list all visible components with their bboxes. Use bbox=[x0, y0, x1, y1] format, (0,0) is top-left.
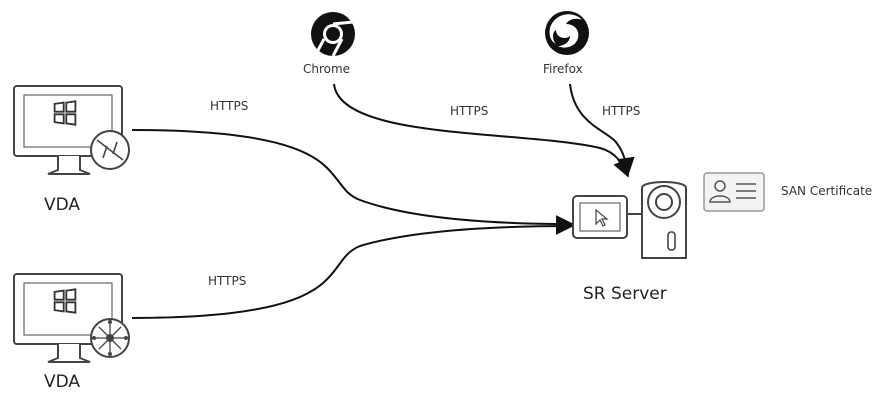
vda-top-label: VDA bbox=[44, 195, 81, 215]
edge-vda-top-to-server bbox=[131, 129, 574, 233]
vda-top-node bbox=[13, 85, 130, 175]
vda-bottom-node bbox=[13, 273, 130, 363]
sr-server-node bbox=[572, 181, 687, 259]
connector-icon bbox=[90, 130, 130, 170]
video-camera-server-icon bbox=[572, 181, 687, 259]
chrome-label: Chrome bbox=[303, 62, 351, 76]
edge-label-chrome: HTTPS bbox=[450, 104, 489, 118]
vda-bottom-label: VDA bbox=[44, 372, 81, 392]
chrome-icon bbox=[311, 12, 355, 57]
sr-server-label: SR Server bbox=[583, 284, 667, 304]
edge-firefox-to-server bbox=[569, 83, 635, 176]
edge-label-vda-top: HTTPS bbox=[210, 99, 249, 113]
edge-label-firefox: HTTPS bbox=[602, 104, 641, 118]
edge-label-vda-bottom: HTTPS bbox=[208, 274, 247, 288]
firefox-label: Firefox bbox=[543, 62, 583, 76]
firefox-icon bbox=[545, 11, 589, 55]
edge-vda-bottom-to-server bbox=[131, 217, 574, 319]
edge-chrome-to-server bbox=[333, 83, 630, 178]
network-hub-icon bbox=[90, 318, 130, 358]
certificate-label: SAN Certificate bbox=[781, 184, 873, 198]
id-card-icon bbox=[703, 172, 765, 212]
